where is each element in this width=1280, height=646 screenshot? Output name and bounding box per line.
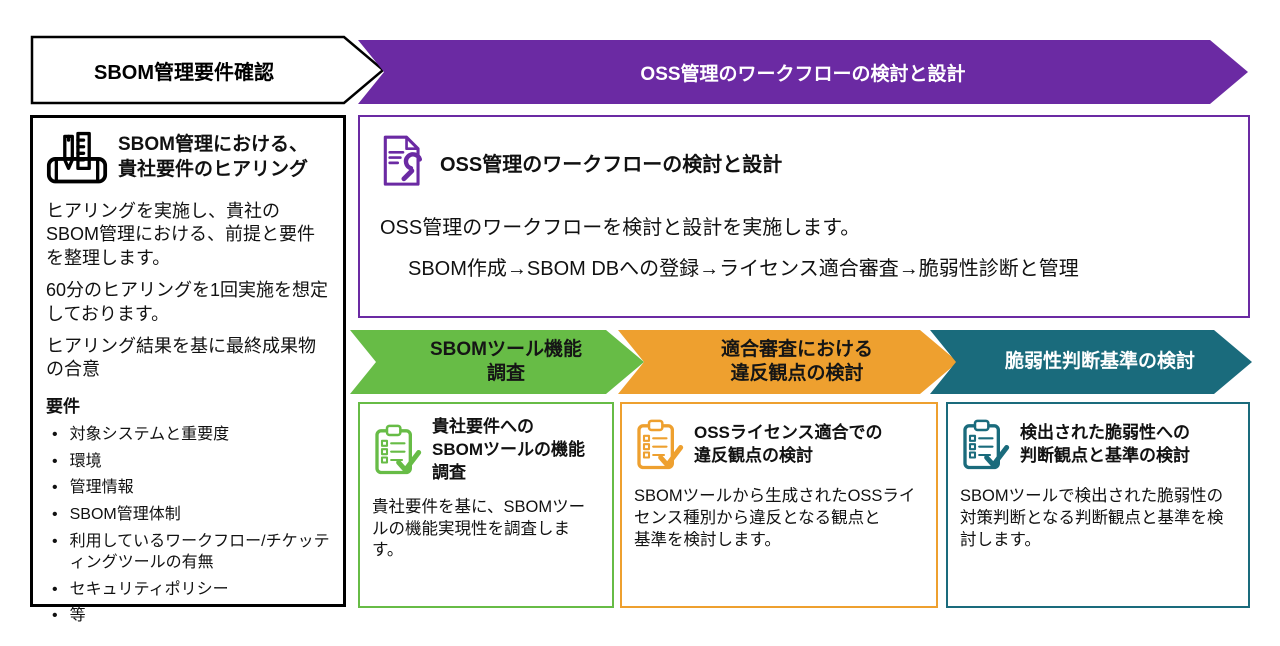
chevron-shape-teal — [930, 330, 1252, 394]
workflow-panel-header: OSS管理のワークフローの検討と設計 — [380, 133, 1228, 191]
card-vulnerability-body: SBOMツールで検出された脆弱性の対策判断となる判断観点と基準を検討します。 — [960, 487, 1224, 549]
requirement-text: 等 — [69, 607, 86, 625]
hearing-panel-header: SBOM管理における、 貴社要件のヒアリング — [46, 130, 330, 186]
scroll-pencil-ruler-icon — [46, 131, 108, 184]
card-license-review: OSSライセンス適合での 違反観点の検討 SBOMツールから生成されたOSSライ… — [620, 402, 938, 608]
workflow-panel-title: OSS管理のワークフローの検討と設計 — [440, 153, 783, 176]
workflow-flow-sequence: SBOM作成→SBOM DBへの登録→ライセンス適合審査→脆弱性診断と管理 — [408, 258, 1079, 280]
hearing-paragraph: ヒアリング結果を基に最終成果物の合意 — [46, 335, 316, 380]
card-vulnerability-header: 検出された脆弱性への 判断観点と基準の検討 — [960, 416, 1236, 474]
requirement-item: • 環境 — [46, 452, 330, 473]
bullet-glyph: • — [52, 580, 58, 598]
card-license-body: SBOMツールから生成されたOSSライセンス種別から違反となる観点と 基準を検討… — [634, 487, 916, 549]
requirement-item: • 等 — [46, 606, 330, 627]
clipboard-check-icon — [637, 419, 684, 470]
hearing-paragraph: ヒアリングを実施し、貴社のSBOM管理における、前提と要件を整理します。 — [46, 201, 316, 268]
requirement-text: セキュリティポリシー — [69, 580, 229, 598]
document-wrench-icon — [383, 135, 423, 186]
substep-chevron-vulnerability: 脆弱性判断基準の検討 — [930, 330, 1252, 394]
substep-chevron-license-label: 適合審査における 違反観点の検討 — [720, 339, 873, 384]
header-step1-label: SBOM管理要件確認 — [94, 61, 274, 84]
step1-arrow-shape — [30, 35, 385, 105]
bullet-glyph: • — [52, 425, 58, 443]
requirements-list: • 対象システムと重要度 • 環境 • 管理情報 • SBOM管理体制 • 利用… — [46, 425, 330, 627]
bullet-glyph: • — [52, 506, 58, 524]
hearing-panel-title: SBOM管理における、 貴社要件のヒアリング — [118, 134, 309, 180]
requirement-item: • SBOM管理体制 — [46, 505, 330, 526]
bullet-glyph: • — [52, 479, 58, 497]
requirement-item: • セキュリティポリシー — [46, 580, 330, 601]
chevron-shape-green — [350, 330, 644, 394]
requirement-text: 対象システムと重要度 — [69, 425, 230, 443]
workflow-panel-body: OSS管理のワークフローを検討と設計を実施します。 — [380, 217, 861, 239]
hearing-panel: SBOM管理における、 貴社要件のヒアリング ヒアリングを実施し、貴社のSBOM… — [30, 115, 346, 624]
substep-chevron-license: 適合審査における 違反観点の検討 — [618, 330, 958, 394]
card-license-header: OSSライセンス適合での 違反観点の検討 — [634, 416, 924, 474]
substep-chevron-tool: SBOMツール機能 調査 — [350, 330, 644, 394]
requirement-text: 利用しているワークフロー/チケッティングツールの有無 — [69, 532, 330, 571]
requirement-item: • 管理情報 — [46, 478, 330, 499]
clipboard-check-icon — [375, 424, 422, 475]
card-tool-body: 貴社要件を基に、SBOMツールの機能実現性を調査します。 — [372, 497, 586, 560]
requirements-heading: 要件 — [46, 396, 80, 416]
requirement-item: • 利用しているワークフロー/チケッティングツールの有無 — [46, 532, 330, 574]
card-vulnerability-criteria: 検出された脆弱性への 判断観点と基準の検討 SBOMツールで検出された脆弱性の対… — [946, 402, 1250, 608]
bullet-glyph: • — [52, 452, 58, 470]
card-tool-title: 貴社要件への SBOMツールの機能調査 — [432, 417, 585, 482]
header-step1-arrow: SBOM管理要件確認 — [30, 35, 386, 105]
requirement-text: SBOM管理体制 — [69, 506, 181, 524]
card-license-title: OSSライセンス適合での 違反観点の検討 — [694, 423, 883, 465]
bullet-glyph: • — [52, 532, 58, 550]
chevron-shape-orange — [618, 330, 958, 394]
header-step2-label: OSS管理のワークフローの検討と設計 — [640, 63, 966, 85]
card-tool-header: 貴社要件への SBOMツールの機能調査 — [372, 416, 600, 485]
card-vulnerability-title: 検出された脆弱性への 判断観点と基準の検討 — [1020, 423, 1190, 465]
requirement-text: 管理情報 — [69, 479, 134, 497]
clipboard-check-icon — [963, 419, 1010, 470]
header-step2-arrow: OSS管理のワークフローの検討と設計 — [358, 40, 1248, 104]
requirement-text: 環境 — [69, 452, 102, 470]
substep-chevron-tool-label: SBOMツール機能 調査 — [429, 339, 582, 384]
substep-chevron-vulnerability-label: 脆弱性判断基準の検討 — [1004, 351, 1195, 373]
card-tool-survey: 貴社要件への SBOMツールの機能調査 貴社要件を基に、SBOMツールの機能実現… — [358, 402, 614, 608]
hearing-paragraph: 60分のヒアリングを1回実施を想定しております。 — [46, 280, 329, 324]
requirement-item: • 対象システムと重要度 — [46, 425, 330, 446]
step2-arrow-shape — [358, 40, 1248, 104]
hearing-panel-paragraphs: ヒアリングを実施し、貴社のSBOM管理における、前提と要件を整理します。 60分… — [46, 200, 330, 382]
workflow-panel: OSS管理のワークフローの検討と設計 OSS管理のワークフローを検討と設計を実施… — [358, 115, 1250, 318]
bullet-glyph: • — [52, 607, 58, 625]
